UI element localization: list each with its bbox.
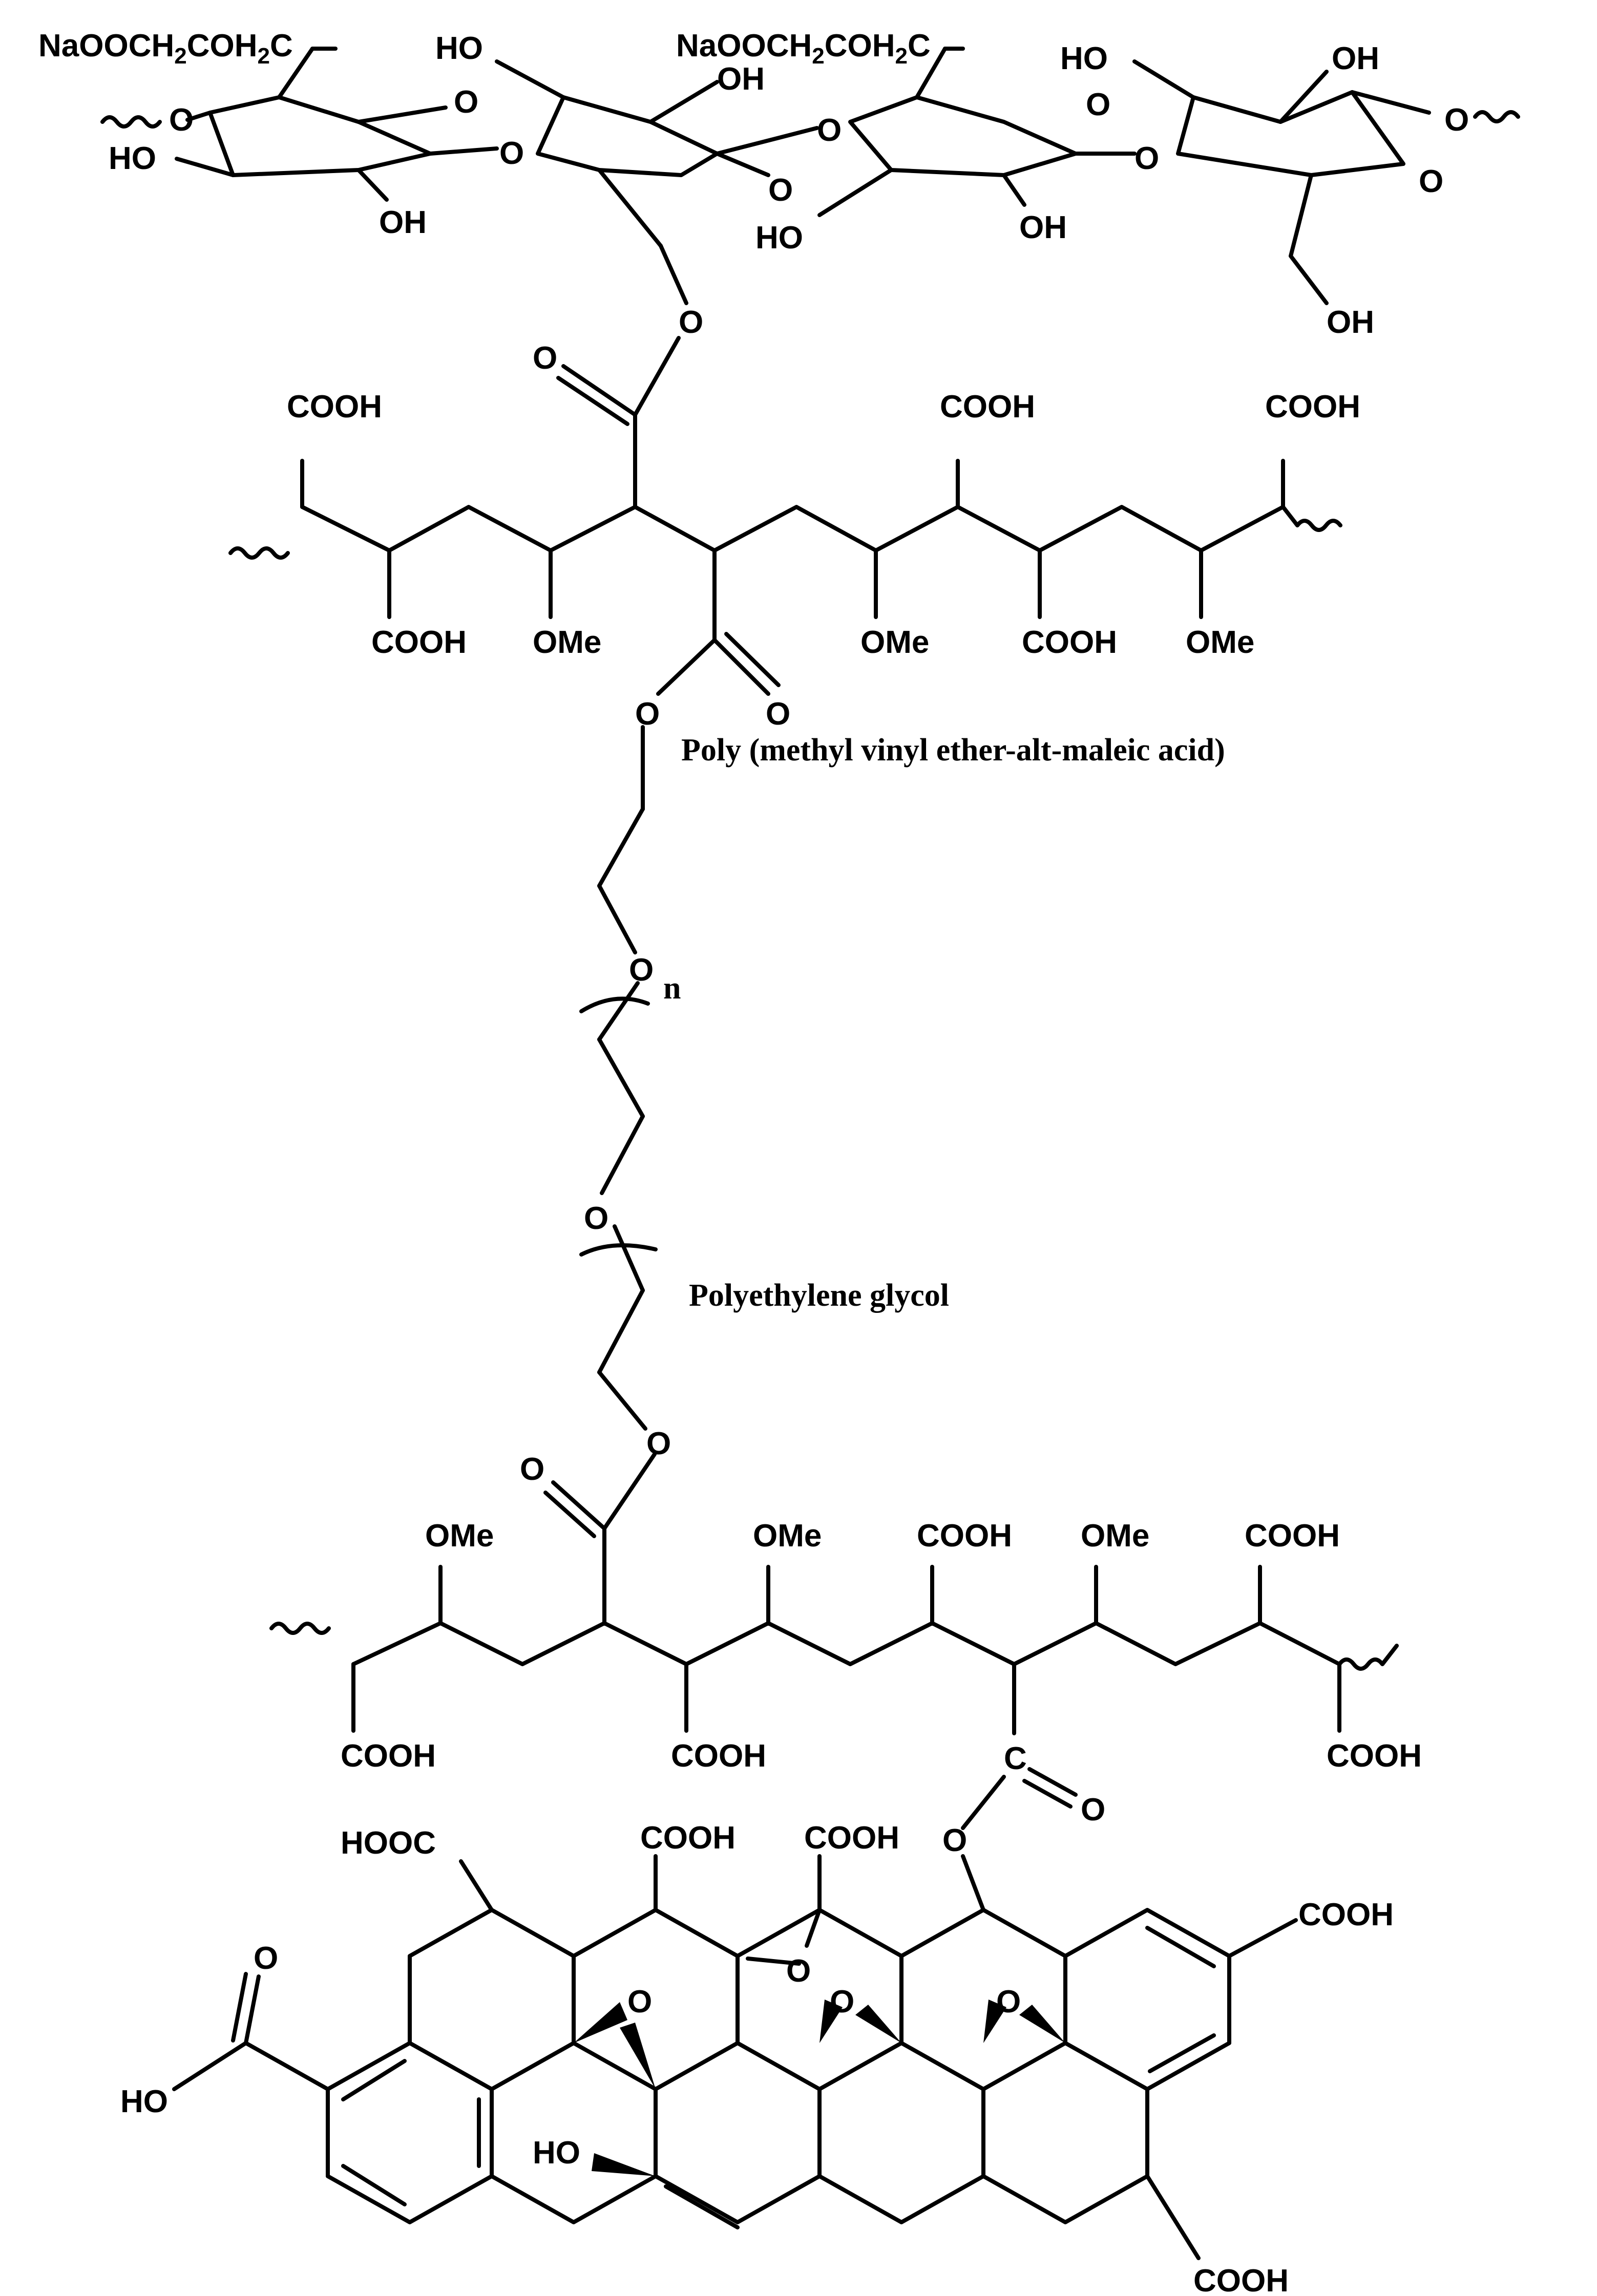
wavy-bond-left-lower	[269, 1622, 331, 1635]
hydroxyl-label: OH	[717, 61, 765, 97]
cellulose-chain	[100, 47, 1520, 305]
chain-end-oxygen: O	[1444, 102, 1469, 138]
hydroxyl-label: HO	[109, 141, 156, 176]
ester-oxygen: O	[942, 1823, 967, 1858]
epoxide-oxygen: O	[627, 1984, 652, 2019]
cellulose-labels: NaOOCH2COH2C NaOOCH2COH2C HO HO OH HO OH…	[38, 28, 1469, 340]
hydroxyl-label: OH	[1327, 305, 1374, 340]
methoxy-label: OMe	[533, 625, 601, 660]
carboxylic-acid-label: COOH	[1265, 389, 1360, 424]
epoxide-wedge	[855, 2005, 901, 2043]
glucose-ring-4	[1176, 90, 1405, 177]
glycosidic-oxygen: O	[817, 113, 842, 148]
carboxylic-acid-label: COOH	[640, 1820, 736, 1856]
peg-labels: O n O Polyethylene glycol O O	[520, 952, 949, 1487]
wavy-bond-right-upper	[1281, 505, 1342, 532]
peg-linker	[579, 725, 658, 1431]
glycosidic-oxygen: O	[499, 136, 524, 171]
ether-oxygen: O	[629, 952, 654, 988]
repeat-bracket-close	[579, 1243, 658, 1257]
carboxylic-acid-label: COOH	[940, 389, 1035, 424]
ester-oxygen: O	[635, 696, 660, 732]
hydroxyl-label: OH	[379, 205, 427, 240]
ether-oxygen: O	[584, 1201, 608, 1236]
carboxylic-acid-label: COOH	[917, 1518, 1012, 1554]
carboxylic-acid-label: COOH	[1298, 1897, 1394, 1932]
carbonyl-oxygen: O	[1081, 1792, 1105, 1827]
carboxylic-acid-label: COOH	[1245, 1518, 1340, 1554]
hydroxyl-label: OH	[1332, 41, 1379, 76]
carbonyl-oxygen: O	[254, 1941, 278, 1976]
glucose-ring-3	[848, 95, 1078, 177]
epoxide-wedge	[1019, 2005, 1065, 2043]
hydroxyl-label: HO	[1060, 41, 1108, 76]
lower-pmvema-labels: OMe OMe COOH OMe COOH COOH COOH COOH C O…	[341, 1518, 1422, 1858]
wavy-bond-right-cellulose	[1473, 110, 1520, 123]
hydroxyl-label: HO	[435, 31, 483, 66]
epoxide-oxygen: O	[786, 1953, 811, 1989]
hydroxyl-wedge	[592, 2153, 656, 2176]
wavy-bond-right-lower	[1337, 1644, 1399, 1671]
aromatic-ring-right	[1063, 1908, 1231, 2091]
carboxylic-acid-label: COOH	[671, 1738, 766, 1774]
ester-oxygen: O	[679, 305, 703, 340]
graphene-oxide-sheet	[172, 1854, 1298, 2260]
carboxylic-acid-label: COOH	[371, 625, 467, 660]
epoxide-wedge	[620, 2023, 656, 2089]
hydroxyl-label: OH	[1019, 210, 1067, 245]
carboxylic-acid-label: COOH	[804, 1820, 899, 1856]
glucose-ring-1	[208, 95, 432, 177]
carboxylic-acid-label: COOH	[287, 389, 382, 424]
methoxy-label: OMe	[1081, 1518, 1149, 1554]
ring-oxygen: O	[454, 84, 478, 120]
upper-pmvema-chain	[228, 336, 1342, 696]
carboxylic-acid-label: COOH	[1022, 625, 1117, 660]
aromatic-ring-left	[326, 2041, 494, 2224]
wavy-bond-left-upper	[228, 546, 290, 560]
carboxylic-acid-label: HOOC	[341, 1825, 436, 1861]
carboxymethyl-group-left: NaOOCH2COH2C	[38, 28, 293, 69]
ring-oxygen: O	[1419, 164, 1443, 199]
carbonyl-oxygen: O	[533, 341, 557, 376]
epoxide-wedge	[819, 2000, 843, 2043]
methoxy-label: OMe	[860, 625, 929, 660]
lower-pmvema-chain	[269, 1452, 1399, 1830]
methoxy-label: OMe	[425, 1518, 494, 1554]
epoxide-wedge	[983, 2000, 1006, 2043]
hydroxyl-label: HO	[120, 2084, 168, 2119]
lower-backbone	[351, 1621, 1341, 1666]
carbonyl-oxygen: O	[766, 696, 790, 732]
chain-end-oxygen: O	[169, 102, 194, 138]
carboxylic-acid-label: COOH	[1327, 1738, 1422, 1774]
hydroxyl-label: HO	[533, 2135, 580, 2171]
methoxy-label: OMe	[1186, 625, 1254, 660]
pmvema-caption: Poly (methyl vinyl ether-alt-maleic acid…	[681, 733, 1225, 768]
repeat-bracket-open	[579, 996, 650, 1013]
ring-oxygen: O	[768, 173, 793, 208]
carbonyl-carbon: C	[1004, 1741, 1027, 1776]
methoxy-label: OMe	[753, 1518, 822, 1554]
upper-backbone	[300, 505, 1285, 552]
ester-oxygen: O	[646, 1426, 671, 1461]
carbonyl-oxygen: O	[520, 1452, 544, 1487]
ring-oxygen: O	[1086, 87, 1110, 122]
carboxymethyl-group-mid: NaOOCH2COH2C	[676, 28, 931, 69]
upper-pmvema-labels: O COOH COOH COOH COOH OMe OMe COOH OMe O…	[287, 341, 1360, 768]
hydroxyl-label: HO	[755, 220, 803, 256]
glycosidic-oxygen: O	[1134, 141, 1159, 176]
repeat-subscript-n: n	[663, 971, 681, 1006]
epoxide-oxygen: O	[996, 1984, 1021, 2019]
epoxide-oxygen: O	[830, 1984, 854, 2019]
epoxide-wedge	[574, 2002, 627, 2043]
graphene-oxide-labels: HOOC COOH COOH COOH COOH O HO HO O O O O	[120, 1820, 1394, 2296]
wavy-bond-left-cellulose	[100, 115, 162, 129]
glucose-ring-2	[536, 95, 719, 177]
carboxylic-acid-label: COOH	[1193, 2263, 1289, 2296]
carboxylic-acid-label: COOH	[341, 1738, 436, 1774]
peg-caption: Polyethylene glycol	[689, 1278, 949, 1313]
